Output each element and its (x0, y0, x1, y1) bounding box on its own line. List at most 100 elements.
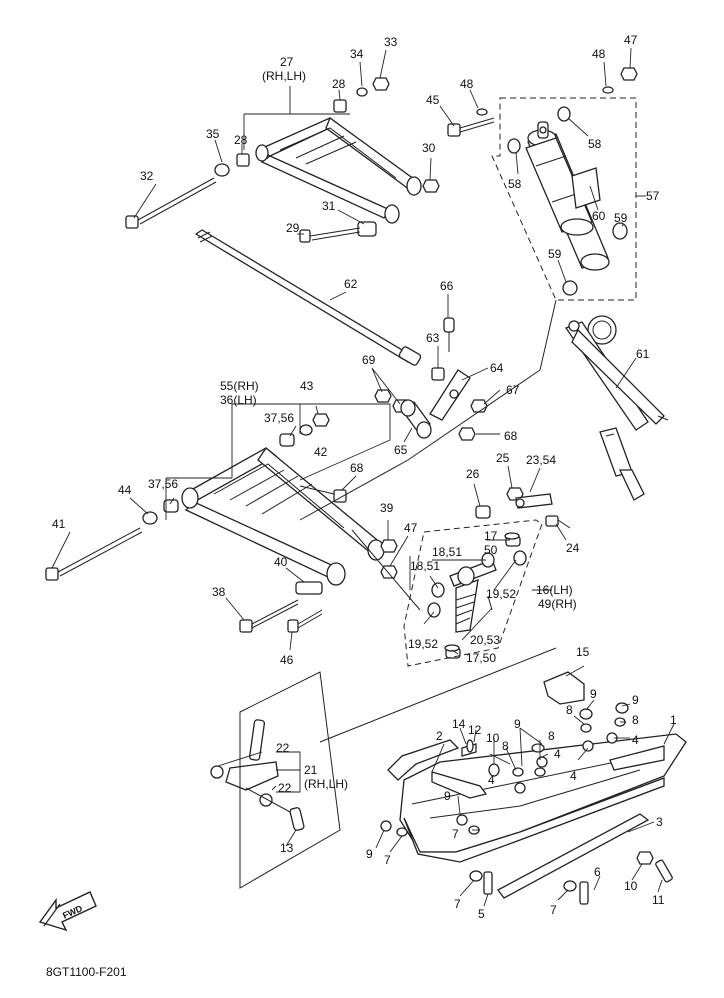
steering-spindle-lower (210, 719, 305, 831)
label-24: 24 (566, 541, 580, 555)
label-32: 32 (140, 169, 154, 183)
lower-a-arm (181, 447, 385, 586)
label-9d: 9 (444, 789, 451, 803)
label-30: 30 (422, 141, 436, 155)
label-21: 21 (304, 763, 318, 777)
label-19b: 19,52 (408, 637, 438, 651)
label-42: 42 (314, 445, 328, 459)
label-21-sub: (RH,LH) (304, 777, 348, 791)
label-65: 65 (394, 443, 408, 457)
label-37a: 37,56 (264, 411, 294, 425)
arm-connector-line (299, 299, 557, 521)
label-4b: 4 (554, 747, 561, 761)
label-19a: 19,52 (486, 587, 516, 601)
label-58b: 58 (508, 177, 522, 191)
upper-a-arm (255, 116, 422, 224)
label-58a: 58 (588, 137, 602, 151)
diagram-code: 8GT1100-F201 (46, 965, 127, 979)
spindle-assembly-outline (403, 519, 543, 667)
label-61: 61 (636, 347, 650, 361)
label-27: 27 (280, 55, 294, 69)
label-66: 66 (440, 279, 454, 293)
label-68b: 68 (350, 461, 364, 475)
label-27-sub: (RH,LH) (262, 69, 306, 83)
label-7c: 7 (454, 897, 461, 911)
label-10b: 10 (624, 879, 638, 893)
label-45: 45 (426, 93, 440, 107)
label-47a: 47 (624, 33, 638, 47)
label-37b: 37,56 (148, 477, 178, 491)
label-50: 50 (484, 543, 498, 557)
label-10a: 10 (486, 731, 500, 745)
label-67: 67 (506, 383, 520, 397)
label-28b: 28 (234, 133, 248, 147)
label-36: 36(LH) (220, 393, 257, 407)
label-4a: 4 (632, 733, 639, 747)
label-41: 41 (52, 517, 66, 531)
lower-arm-hardware (45, 413, 398, 633)
label-3: 3 (656, 815, 663, 829)
label-11: 11 (652, 893, 665, 907)
label-22a: 22 (276, 741, 290, 755)
label-48a: 48 (460, 77, 474, 91)
spindle-link-line (351, 529, 421, 611)
label-40: 40 (274, 555, 288, 569)
fwd-arrow-icon: FWD (38, 891, 97, 932)
label-9b: 9 (632, 693, 639, 707)
label-1: 1 (670, 713, 677, 727)
label-25: 25 (496, 451, 510, 465)
label-20: 20,53 (470, 633, 500, 647)
label-18a: 18,51 (432, 545, 462, 559)
gauge-tool (564, 315, 669, 501)
label-8c: 8 (548, 729, 555, 743)
label-8b: 8 (632, 713, 639, 727)
label-55: 55(RH) (220, 379, 259, 393)
label-5: 5 (478, 907, 485, 921)
label-22b: 22 (278, 781, 292, 795)
label-6: 6 (594, 865, 601, 879)
ski (380, 671, 687, 905)
label-7b: 7 (384, 853, 391, 867)
label-35: 35 (206, 127, 220, 141)
label-63: 63 (426, 331, 440, 345)
stabilizer-link-parts (374, 317, 488, 441)
label-29: 29 (286, 221, 300, 235)
spindle-connector-outline (239, 671, 341, 889)
label-48b: 48 (592, 47, 606, 61)
label-14: 14 (452, 717, 466, 731)
label-12: 12 (468, 723, 482, 737)
spindle-assembly (427, 487, 571, 659)
label-33: 33 (384, 35, 398, 49)
label-26: 26 (466, 467, 480, 481)
label-69: 69 (362, 353, 376, 367)
label-47b: 47 (404, 521, 418, 535)
label-39: 39 (380, 501, 394, 515)
label-15: 15 (576, 645, 590, 659)
shock-absorber (447, 67, 638, 296)
label-59a: 59 (614, 211, 628, 225)
label-9e: 9 (366, 847, 373, 861)
label-57: 57 (646, 189, 660, 203)
label-7a: 7 (452, 827, 459, 841)
label-44: 44 (118, 483, 132, 497)
label-28a: 28 (332, 77, 346, 91)
label-9c: 9 (514, 717, 521, 731)
label-13: 13 (280, 841, 294, 855)
label-60: 60 (592, 209, 606, 223)
label-43: 43 (300, 379, 314, 393)
label-8d: 8 (502, 739, 509, 753)
label-49: 49(RH) (538, 597, 577, 611)
label-68a: 68 (504, 429, 518, 443)
label-23: 23,54 (526, 453, 556, 467)
label-38: 38 (212, 585, 226, 599)
label-31: 31 (322, 199, 336, 213)
leader-lines (51, 47, 675, 907)
label-17a: 17 (484, 529, 498, 543)
label-64: 64 (490, 361, 504, 375)
lower-connector-line (319, 647, 557, 743)
label-4c: 4 (488, 773, 495, 787)
label-46: 46 (280, 653, 294, 667)
label-17b: 17,50 (466, 651, 496, 665)
label-4d: 4 (570, 769, 577, 783)
